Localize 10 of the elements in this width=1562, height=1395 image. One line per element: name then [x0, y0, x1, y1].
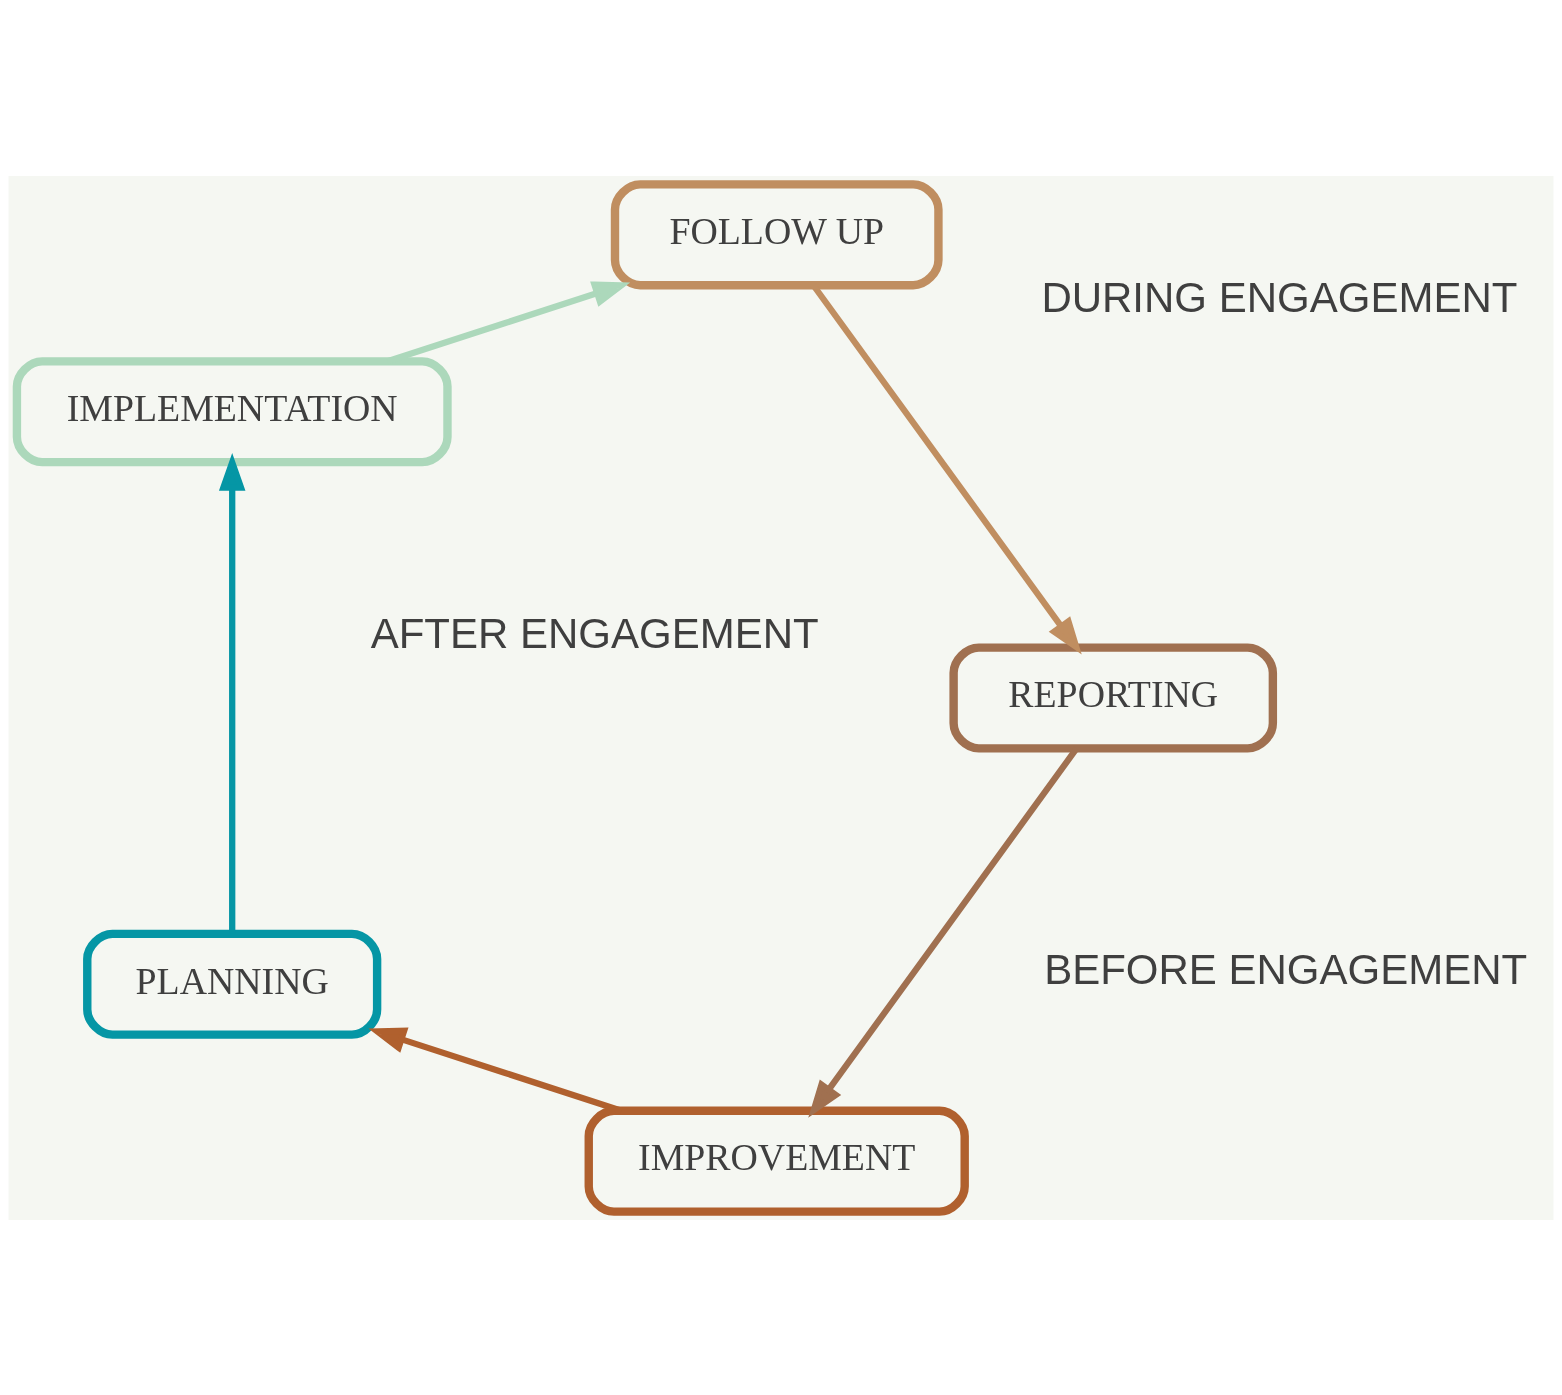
label: AFTER ENGAGEMENT: [370, 609, 819, 657]
label: DURING ENGAGEMENT: [1041, 273, 1518, 321]
label: BEFORE ENGAGEMENT: [1044, 945, 1528, 993]
arrow: [368, 1027, 623, 1114]
node-box: IMPROVEMENT: [584, 1106, 969, 1216]
node-box: FOLLOW UP: [610, 179, 943, 289]
node-box: REPORTING: [949, 642, 1278, 753]
arrow: [218, 452, 246, 933]
node-box: PLANNING: [83, 929, 382, 1039]
node-box: IMPLEMENTATION: [12, 356, 452, 466]
